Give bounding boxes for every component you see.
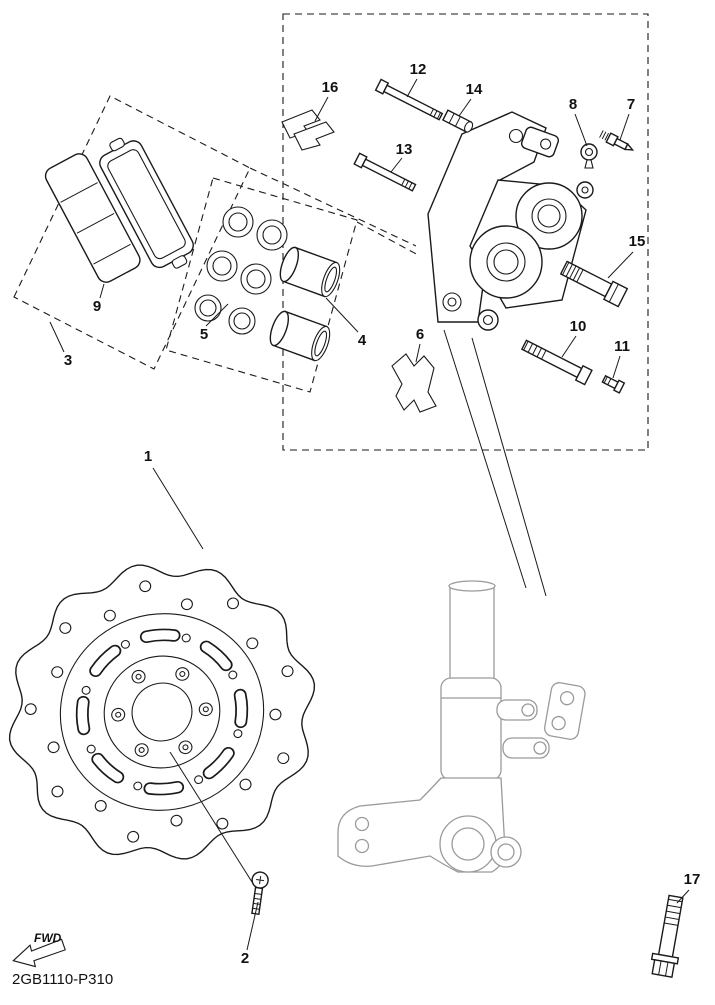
callouts: 1 2 3 4 5 6 7 8 9 10 11 12 13 14 15 16 1…	[64, 61, 701, 967]
banjo-boss	[520, 126, 560, 158]
leader-lines	[49, 78, 690, 951]
callout-5: 5	[200, 326, 208, 343]
rotor-carrier-slots	[75, 628, 249, 796]
brake-pads	[44, 137, 194, 283]
fwd-label: FWD	[34, 931, 62, 945]
fwd-arrow-icon	[12, 938, 66, 968]
front-fork-leg	[337, 580, 586, 873]
callout-14: 14	[466, 81, 483, 98]
callout-13: 13	[396, 141, 413, 158]
brake-caliper	[427, 111, 594, 331]
seal-kit-outline	[165, 177, 358, 393]
pad-shims	[281, 109, 335, 151]
callout-9: 9	[93, 298, 101, 315]
pad-spring	[391, 353, 437, 413]
callout-15: 15	[629, 233, 646, 250]
rotor-bolt	[251, 871, 269, 916]
pad-kit-outline	[13, 95, 251, 370]
callout-3: 3	[64, 352, 72, 369]
callout-7: 7	[627, 96, 635, 113]
caliper-mount-hole-lower	[533, 741, 547, 755]
assembly-dashed-line	[356, 221, 421, 257]
callout-16: 16	[322, 79, 339, 96]
assembly-dashed-line	[249, 167, 417, 247]
rotor-bolt-holes	[111, 667, 213, 757]
brake-disc	[8, 564, 316, 860]
small-screw	[601, 374, 626, 394]
bleed-screw	[599, 130, 635, 151]
rotor-rivets	[81, 633, 243, 791]
callout-10: 10	[570, 318, 587, 335]
callout-6: 6	[416, 326, 424, 343]
caliper-mount-plate	[544, 682, 586, 740]
piston-seals	[194, 206, 288, 335]
pad-pin-2	[353, 152, 417, 192]
caliper-to-fork-line	[471, 337, 547, 597]
pin-sleeve	[441, 109, 474, 133]
callout-17: 17	[684, 871, 701, 888]
bracket-bolt	[559, 260, 629, 308]
callout-2: 2	[241, 950, 249, 967]
callout-12: 12	[410, 61, 427, 78]
caliper-piston	[269, 310, 331, 362]
diagram-code: 2GB1110-P310	[12, 971, 113, 988]
caliper-piston	[279, 246, 341, 298]
pad-pin	[374, 78, 444, 121]
fwd-marker: FWD	[12, 931, 66, 968]
callout-11: 11	[614, 338, 630, 355]
caliper-mount-hole-upper	[521, 703, 535, 717]
rotor-center-hole	[131, 682, 193, 742]
callout-4: 4	[358, 332, 367, 349]
bleeder-cap	[580, 143, 598, 169]
callout-8: 8	[569, 96, 577, 113]
callout-1: 1	[144, 448, 152, 465]
rotor-band-holes	[24, 580, 294, 843]
caliper-bolt	[520, 339, 593, 386]
caliper-to-fork-line	[443, 329, 527, 589]
flange-bolt	[650, 894, 684, 978]
